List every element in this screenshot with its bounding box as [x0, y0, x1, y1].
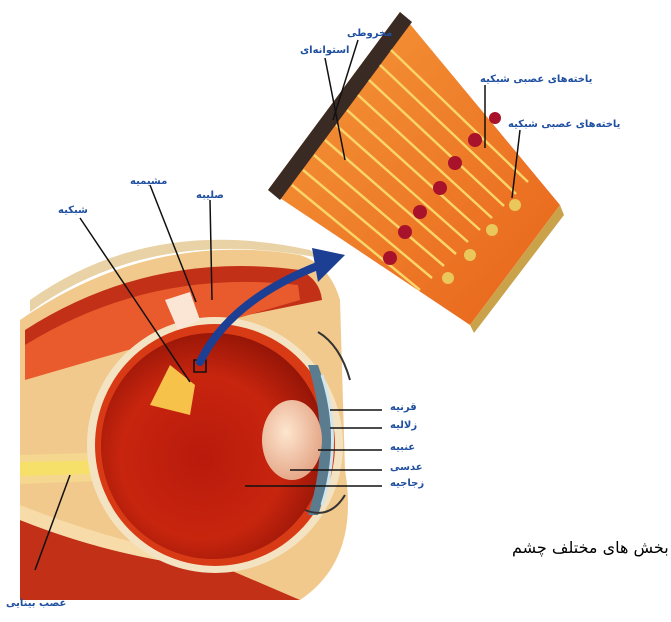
label-sclera: صلیبه: [196, 190, 224, 201]
label-cones: مخروطی: [347, 28, 392, 39]
label-rods: استوانه‌ای: [300, 45, 349, 56]
label-ganglion-cells-1: یاخته‌های عصبی شبکیه: [480, 74, 592, 85]
label-lens: عدسی: [390, 462, 423, 473]
label-optic-nerve: عصب بینایی: [6, 598, 66, 609]
label-ganglion-cells-2: یاخته‌های عصبی شبکیه: [508, 119, 620, 130]
figure-caption: بخش های مختلف چشم: [512, 538, 669, 557]
label-vitreous-humor: زجاجیه: [390, 478, 424, 489]
label-aqueous-humor: زلالیه: [390, 420, 417, 431]
label-choroid: مشیمیه: [130, 176, 167, 187]
label-cornea: قرنیه: [390, 402, 417, 413]
label-retina: شبکیه: [58, 205, 88, 216]
label-iris: عنبیه: [390, 442, 415, 453]
